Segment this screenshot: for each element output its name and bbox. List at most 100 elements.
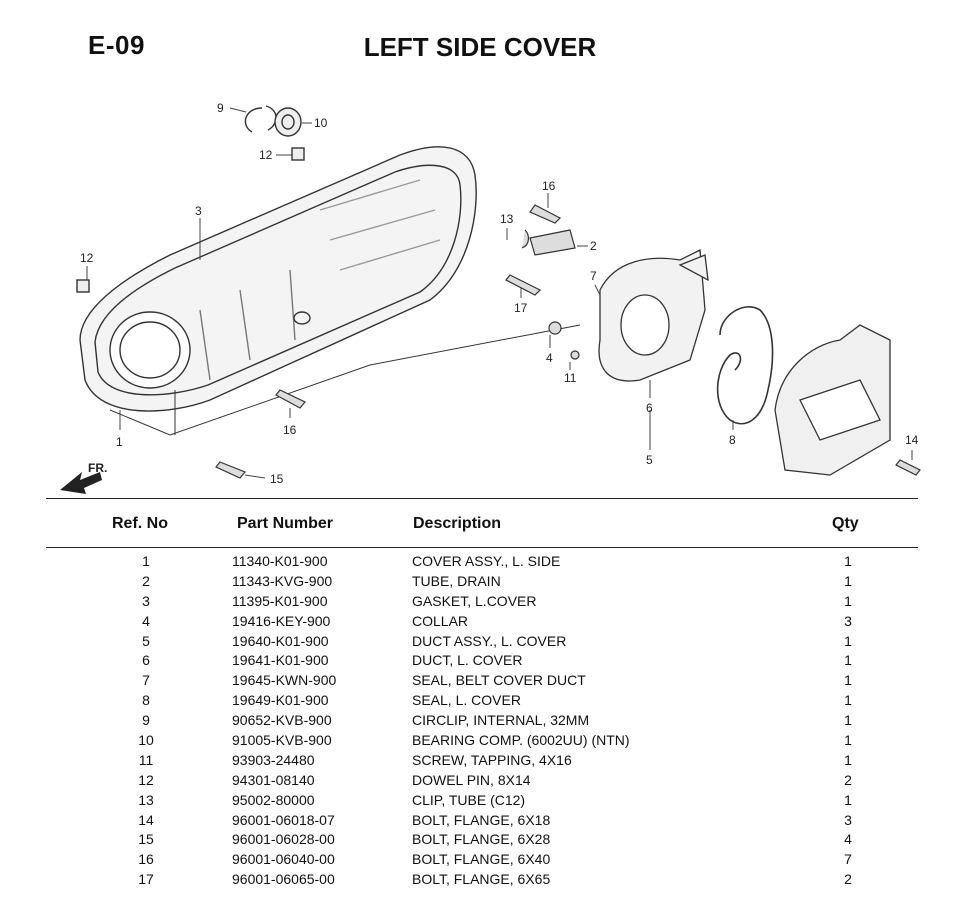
- outer-cover-drawing: [774, 324, 891, 476]
- description-cell: SEAL, L. COVER: [412, 692, 521, 709]
- qty-cell: 1: [844, 732, 852, 749]
- table-row: 9 90652-KVB-900 CIRCLIP, INTERNAL, 32MM 1: [0, 712, 976, 732]
- qty-cell: 4: [844, 831, 852, 848]
- description-cell: BOLT, FLANGE, 6X65: [412, 871, 551, 888]
- qty-cell: 3: [844, 811, 852, 828]
- ref-cell: 6: [142, 652, 150, 669]
- qty-cell: 1: [844, 692, 852, 709]
- ref-cell: 5: [142, 632, 150, 649]
- part-number-cell: 11395-K01-900: [232, 592, 328, 609]
- part-number-cell: 90652-KVB-900: [232, 712, 332, 729]
- col-header-qty: Qty: [832, 515, 859, 532]
- description-cell: TUBE, DRAIN: [412, 572, 501, 589]
- callout-13: 13: [500, 212, 514, 226]
- ref-cell: 7: [142, 672, 150, 689]
- ref-cell: 10: [138, 732, 154, 749]
- part-number-cell: 19640-K01-900: [232, 632, 329, 649]
- description-cell: BEARING COMP. (6002UU) (NTN): [412, 732, 630, 749]
- table-top-rule: [46, 498, 918, 499]
- description-cell: COVER ASSY., L. SIDE: [412, 553, 561, 569]
- description-cell: BOLT, FLANGE, 6X18: [412, 811, 551, 828]
- ref-cell: 17: [138, 871, 154, 888]
- ref-cell: 12: [138, 771, 154, 788]
- callout-9: 9: [217, 101, 224, 115]
- description-cell: DUCT, L. COVER: [412, 652, 523, 669]
- ref-cell: 2: [142, 572, 150, 589]
- part-number-cell: 96001-06065-00: [232, 871, 335, 888]
- ref-cell: 8: [142, 692, 150, 709]
- bolts-drawing: [215, 204, 921, 479]
- part-number-cell: 91005-KVB-900: [232, 732, 332, 749]
- ref-cell: 4: [142, 612, 150, 629]
- callout-labels: 9 10 12 3 16 13 2 12 7 17 4 11 6 8 14 1 …: [80, 101, 919, 486]
- col-header-part-number: Part Number: [237, 515, 334, 532]
- part-number-cell: 19645-KWN-900: [232, 672, 337, 689]
- callout-16-top: 16: [542, 179, 556, 193]
- part-number-cell: 19649-K01-900: [232, 692, 329, 709]
- callout-14: 14: [905, 433, 919, 447]
- part-number-cell: 96001-06040-00: [232, 851, 335, 868]
- description-cell: BOLT, FLANGE, 6X40: [412, 851, 551, 868]
- diagram-code: E-09: [88, 30, 145, 60]
- ref-cell: 15: [138, 831, 154, 848]
- callout-11: 11: [564, 371, 577, 385]
- description-cell: DUCT ASSY., L. COVER: [412, 632, 567, 649]
- part-number-cell: 95002-80000: [232, 791, 315, 808]
- qty-cell: 1: [844, 572, 852, 589]
- description-cell: SEAL, BELT COVER DUCT: [412, 672, 586, 689]
- description-cell: CLIP, TUBE (C12): [412, 791, 526, 808]
- callout-15: 15: [270, 472, 284, 486]
- qty-cell: 1: [844, 592, 852, 609]
- ref-cell: 9: [142, 712, 150, 729]
- qty-cell: 1: [844, 751, 852, 768]
- part-number-cell: 96001-06028-00: [232, 831, 335, 848]
- part-number-cell: 11340-K01-900: [232, 553, 328, 569]
- col-header-ref: Ref. No: [112, 515, 168, 532]
- seal-drawing: [716, 306, 774, 425]
- table-row: 15 96001-06028-00 BOLT, FLANGE, 6X28 4: [0, 831, 976, 851]
- ref-cell: 14: [138, 811, 154, 828]
- table-row: 6 19641-K01-900 DUCT, L. COVER 1: [0, 652, 976, 672]
- callout-8: 8: [729, 433, 736, 447]
- qty-cell: 3: [844, 612, 852, 629]
- parts-diagram: FR. 9 10 12 3: [40, 80, 940, 500]
- part-number-cell: 93903-24480: [232, 751, 315, 768]
- part-number-cell: 11343-KVG-900: [232, 572, 333, 589]
- ref-cell: 11: [138, 751, 154, 768]
- callout-7: 7: [590, 269, 597, 283]
- page-title: LEFT SIDE COVER: [363, 32, 597, 62]
- part-number-cell: 19641-K01-900: [232, 652, 329, 669]
- table-row: 8 19649-K01-900 SEAL, L. COVER 1: [0, 692, 976, 712]
- table-row: 14 96001-06018-07 BOLT, FLANGE, 6X18 3: [0, 812, 976, 832]
- callout-10: 10: [314, 116, 328, 130]
- description-cell: BOLT, FLANGE, 6X28: [412, 831, 551, 848]
- ref-cell: 1: [142, 553, 150, 569]
- description-cell: COLLAR: [412, 612, 469, 629]
- callout-12-left: 12: [80, 251, 94, 265]
- callout-17: 17: [514, 301, 528, 315]
- front-direction-arrow: FR.: [60, 461, 107, 494]
- callout-4: 4: [546, 351, 553, 365]
- ref-cell: 16: [138, 851, 154, 868]
- description-cell: CIRCLIP, INTERNAL, 32MM: [412, 712, 590, 729]
- qty-cell: 2: [844, 771, 852, 788]
- qty-cell: 1: [844, 652, 852, 669]
- table-row: 10 91005-KVB-900 BEARING COMP. (6002UU) (N…: [0, 732, 976, 752]
- qty-cell: 2: [844, 871, 852, 888]
- part-number-cell: 94301-08140: [232, 771, 315, 788]
- part-number-cell: 96001-06018-07: [232, 811, 335, 828]
- table-row: 2 11343-KVG-900 TUBE, DRAIN 1: [0, 573, 976, 593]
- callout-5: 5: [646, 453, 653, 467]
- qty-cell: 1: [844, 712, 852, 729]
- callout-16-bottom: 16: [283, 423, 297, 437]
- callout-2: 2: [590, 239, 597, 253]
- callout-6: 6: [646, 401, 653, 415]
